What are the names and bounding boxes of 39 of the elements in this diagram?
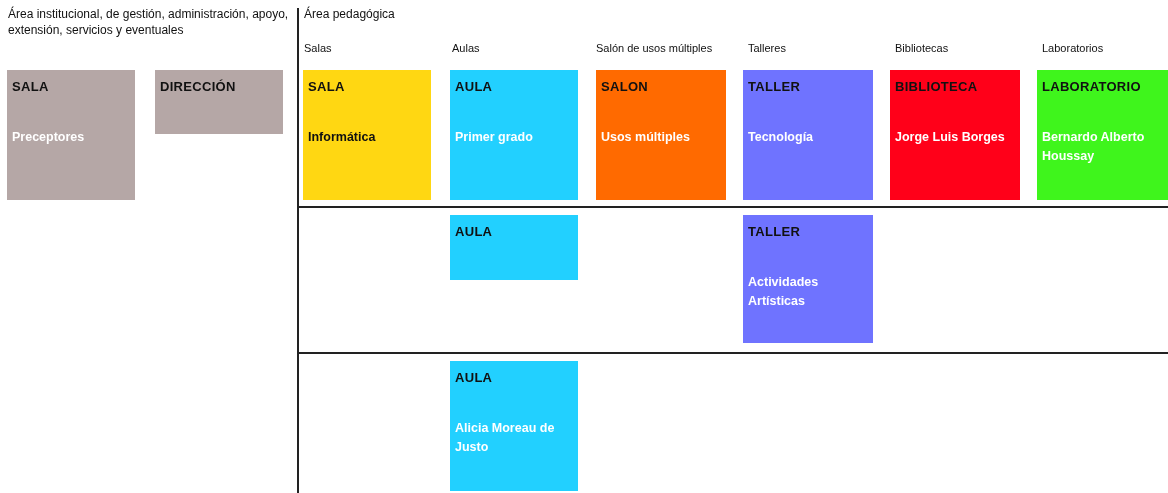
room-box (303, 70, 431, 200)
area-heading: Área institucional, de gestión, administración, apoyo, extensión, servicios y eventuales (8, 6, 290, 38)
column-heading: Aulas (452, 41, 481, 56)
room-type: SALA (12, 79, 50, 94)
room-type: AULA (455, 79, 494, 94)
room-name: Preceptores (12, 129, 86, 146)
column-heading: Salón de usos múltiples (596, 41, 714, 56)
room-type: DIRECCIÓN (160, 79, 237, 94)
room-box (743, 215, 873, 343)
room-type: AULA (455, 224, 494, 239)
room-type: TALLER (748, 224, 802, 239)
room-type: BIBLIOTECA (895, 79, 979, 94)
room-type: SALA (308, 79, 346, 94)
room-box (450, 361, 578, 491)
room-name: Tecnología (748, 129, 815, 146)
room-type: SALON (601, 79, 649, 94)
room-name: Bernardo Alberto Houssay (1042, 129, 1146, 165)
room-type: AULA (455, 370, 494, 385)
room-box (450, 215, 578, 280)
area-heading: Área pedagógica (304, 6, 396, 22)
room-box (7, 70, 135, 200)
room-type: LABORATORIO (1042, 79, 1142, 94)
column-heading: Bibliotecas (895, 41, 950, 56)
room-type: TALLER (748, 79, 802, 94)
room-box (743, 70, 873, 200)
room-box (155, 70, 283, 134)
room-box (596, 70, 726, 200)
room-name: Informática (308, 129, 377, 146)
column-heading: Laboratorios (1042, 41, 1105, 56)
room-name: Usos múltiples (601, 129, 691, 146)
column-heading: Talleres (748, 41, 787, 56)
room-box (450, 70, 578, 200)
room-name: Primer grado (455, 129, 534, 146)
room-box (1037, 70, 1168, 200)
room-box (890, 70, 1020, 200)
room-name: Actividades Artísticas (748, 274, 820, 310)
room-name: Jorge Luis Borges (895, 129, 1006, 146)
column-heading: Salas (304, 41, 333, 56)
room-name: Alicia Moreau de Justo (455, 420, 556, 456)
